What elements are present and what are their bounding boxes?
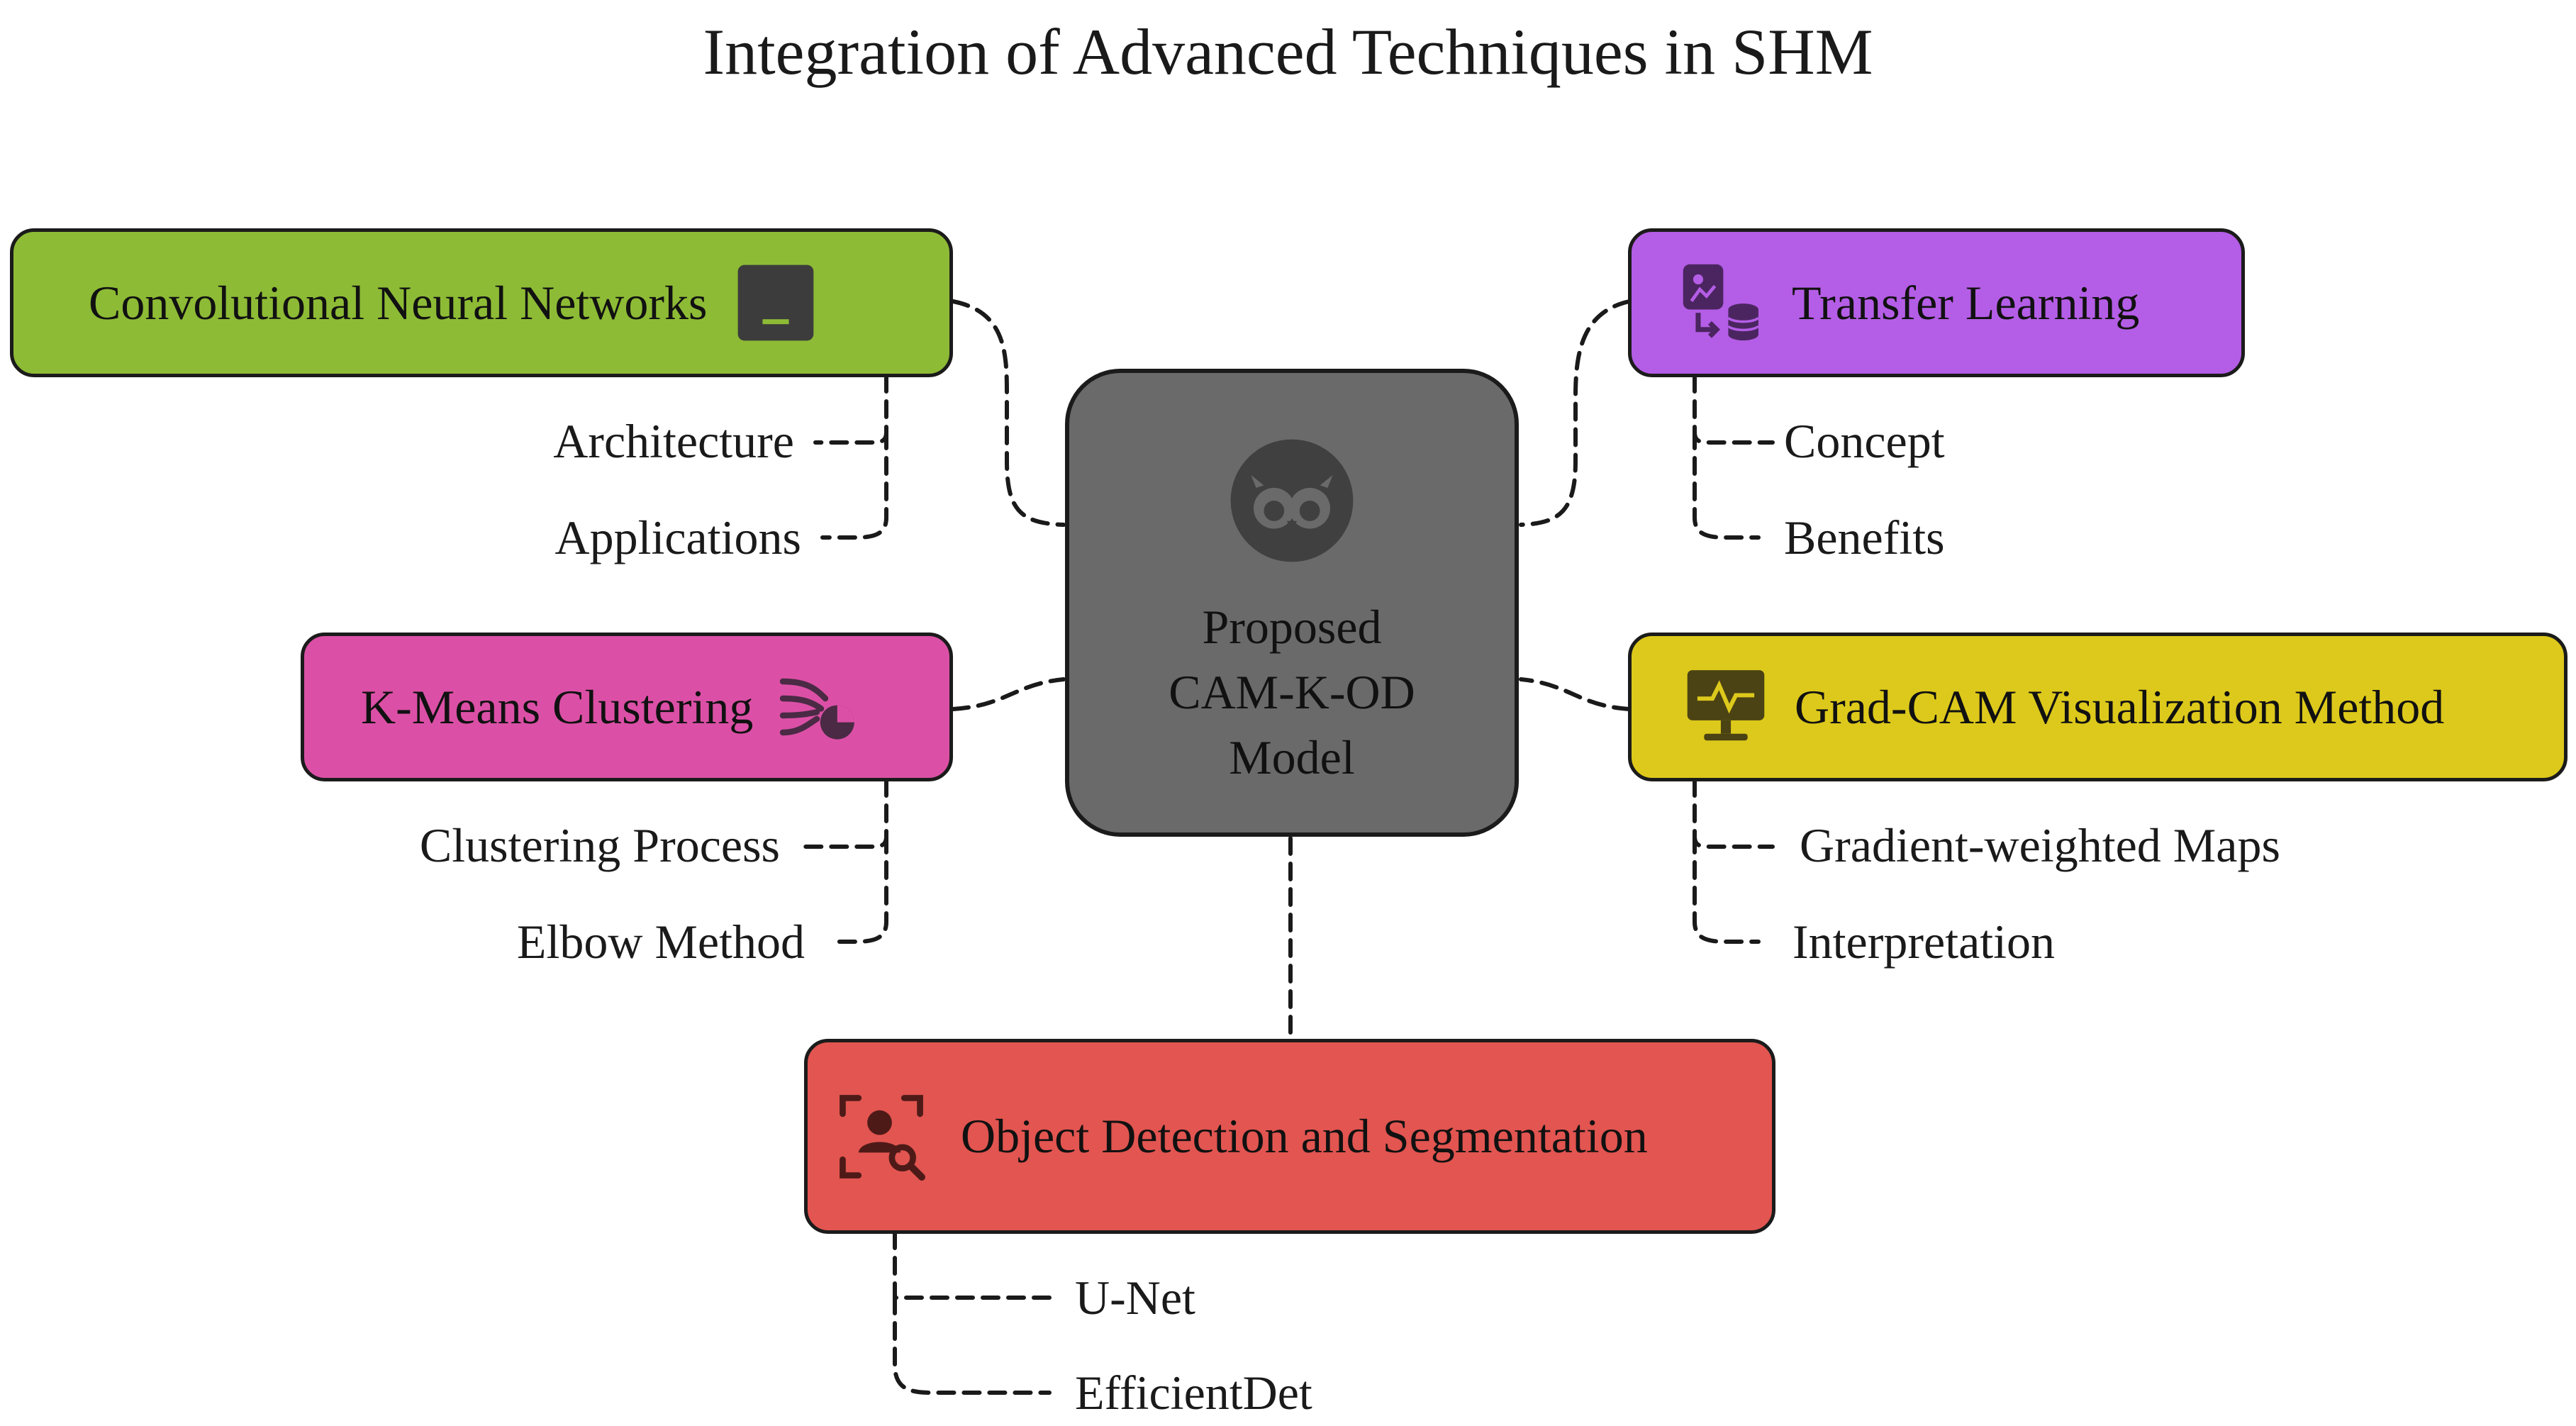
terminal-icon	[737, 264, 813, 341]
connector-kmeans-elbow	[835, 835, 888, 944]
node-cnn-label: Convolutional Neural Networks	[89, 275, 708, 330]
center-label-line-1: Proposed	[1202, 600, 1382, 654]
sub-kmeans-clustering-process: Clustering Process	[419, 818, 780, 872]
connector-transfer-concept	[1693, 374, 1775, 445]
sub-cnn-architecture: Architecture	[553, 414, 794, 468]
sub-detection-unet: U-Net	[1075, 1271, 1195, 1325]
data-transfer-icon	[1683, 264, 1760, 341]
diagram-title: Integration of Advanced Techniques in SH…	[703, 16, 1873, 88]
connector-gradcam-gradient	[1693, 778, 1775, 849]
node-detection-label: Object Detection and Segmentation	[961, 1109, 1648, 1163]
center-label-line-3: Model	[1229, 730, 1355, 784]
node-cnn: Convolutional Neural Networks	[10, 228, 953, 377]
sub-cnn-applications: Applications	[554, 511, 801, 564]
center-label: Proposed CAM-K-OD Model	[1169, 594, 1415, 790]
node-detection: Object Detection and Segmentation	[804, 1039, 1775, 1234]
connector-transfer	[1519, 299, 1632, 527]
node-gradcam: Grad-CAM Visualization Method	[1628, 633, 2567, 781]
sub-kmeans-elbow-method: Elbow Method	[516, 915, 805, 969]
monitor-chart-icon	[1687, 670, 1765, 741]
sub-transfer-benefits: Benefits	[1784, 511, 1945, 564]
node-kmeans-label: K-Means Clustering	[361, 679, 754, 734]
connector-kmeans	[951, 677, 1066, 711]
sub-transfer-concept: Concept	[1784, 414, 1945, 468]
connector-kmeans-clustering	[799, 778, 888, 849]
node-transfer-label: Transfer Learning	[1792, 275, 2140, 330]
connector-cnn	[951, 299, 1066, 527]
connector-gradcam-interpretation	[1693, 835, 1761, 944]
center-node: Proposed CAM-K-OD Model	[1065, 369, 1519, 837]
connector-cnn-architecture	[813, 374, 888, 445]
node-transfer: Transfer Learning	[1628, 228, 2245, 377]
connector-transfer-benefits	[1693, 430, 1761, 540]
connector-gradcam	[1519, 677, 1632, 711]
connector-detection-efficientdet	[893, 1296, 1052, 1395]
cluster-chart-icon	[780, 678, 855, 740]
connector-detection-unet	[893, 1230, 1052, 1300]
owl-icon	[1230, 439, 1354, 562]
sub-gradcam-gradient-maps: Gradient-weighted Maps	[1800, 818, 2280, 872]
node-gradcam-label: Grad-CAM Visualization Method	[1795, 679, 2445, 734]
center-label-line-2: CAM-K-OD	[1169, 665, 1415, 719]
sub-gradcam-interpretation: Interpretation	[1792, 915, 2056, 969]
sub-detection-efficientdet: EfficientDet	[1075, 1366, 1312, 1420]
face-scan-icon	[840, 1094, 925, 1181]
connector-cnn-applications	[820, 430, 888, 540]
node-kmeans: K-Means Clustering	[301, 633, 953, 781]
